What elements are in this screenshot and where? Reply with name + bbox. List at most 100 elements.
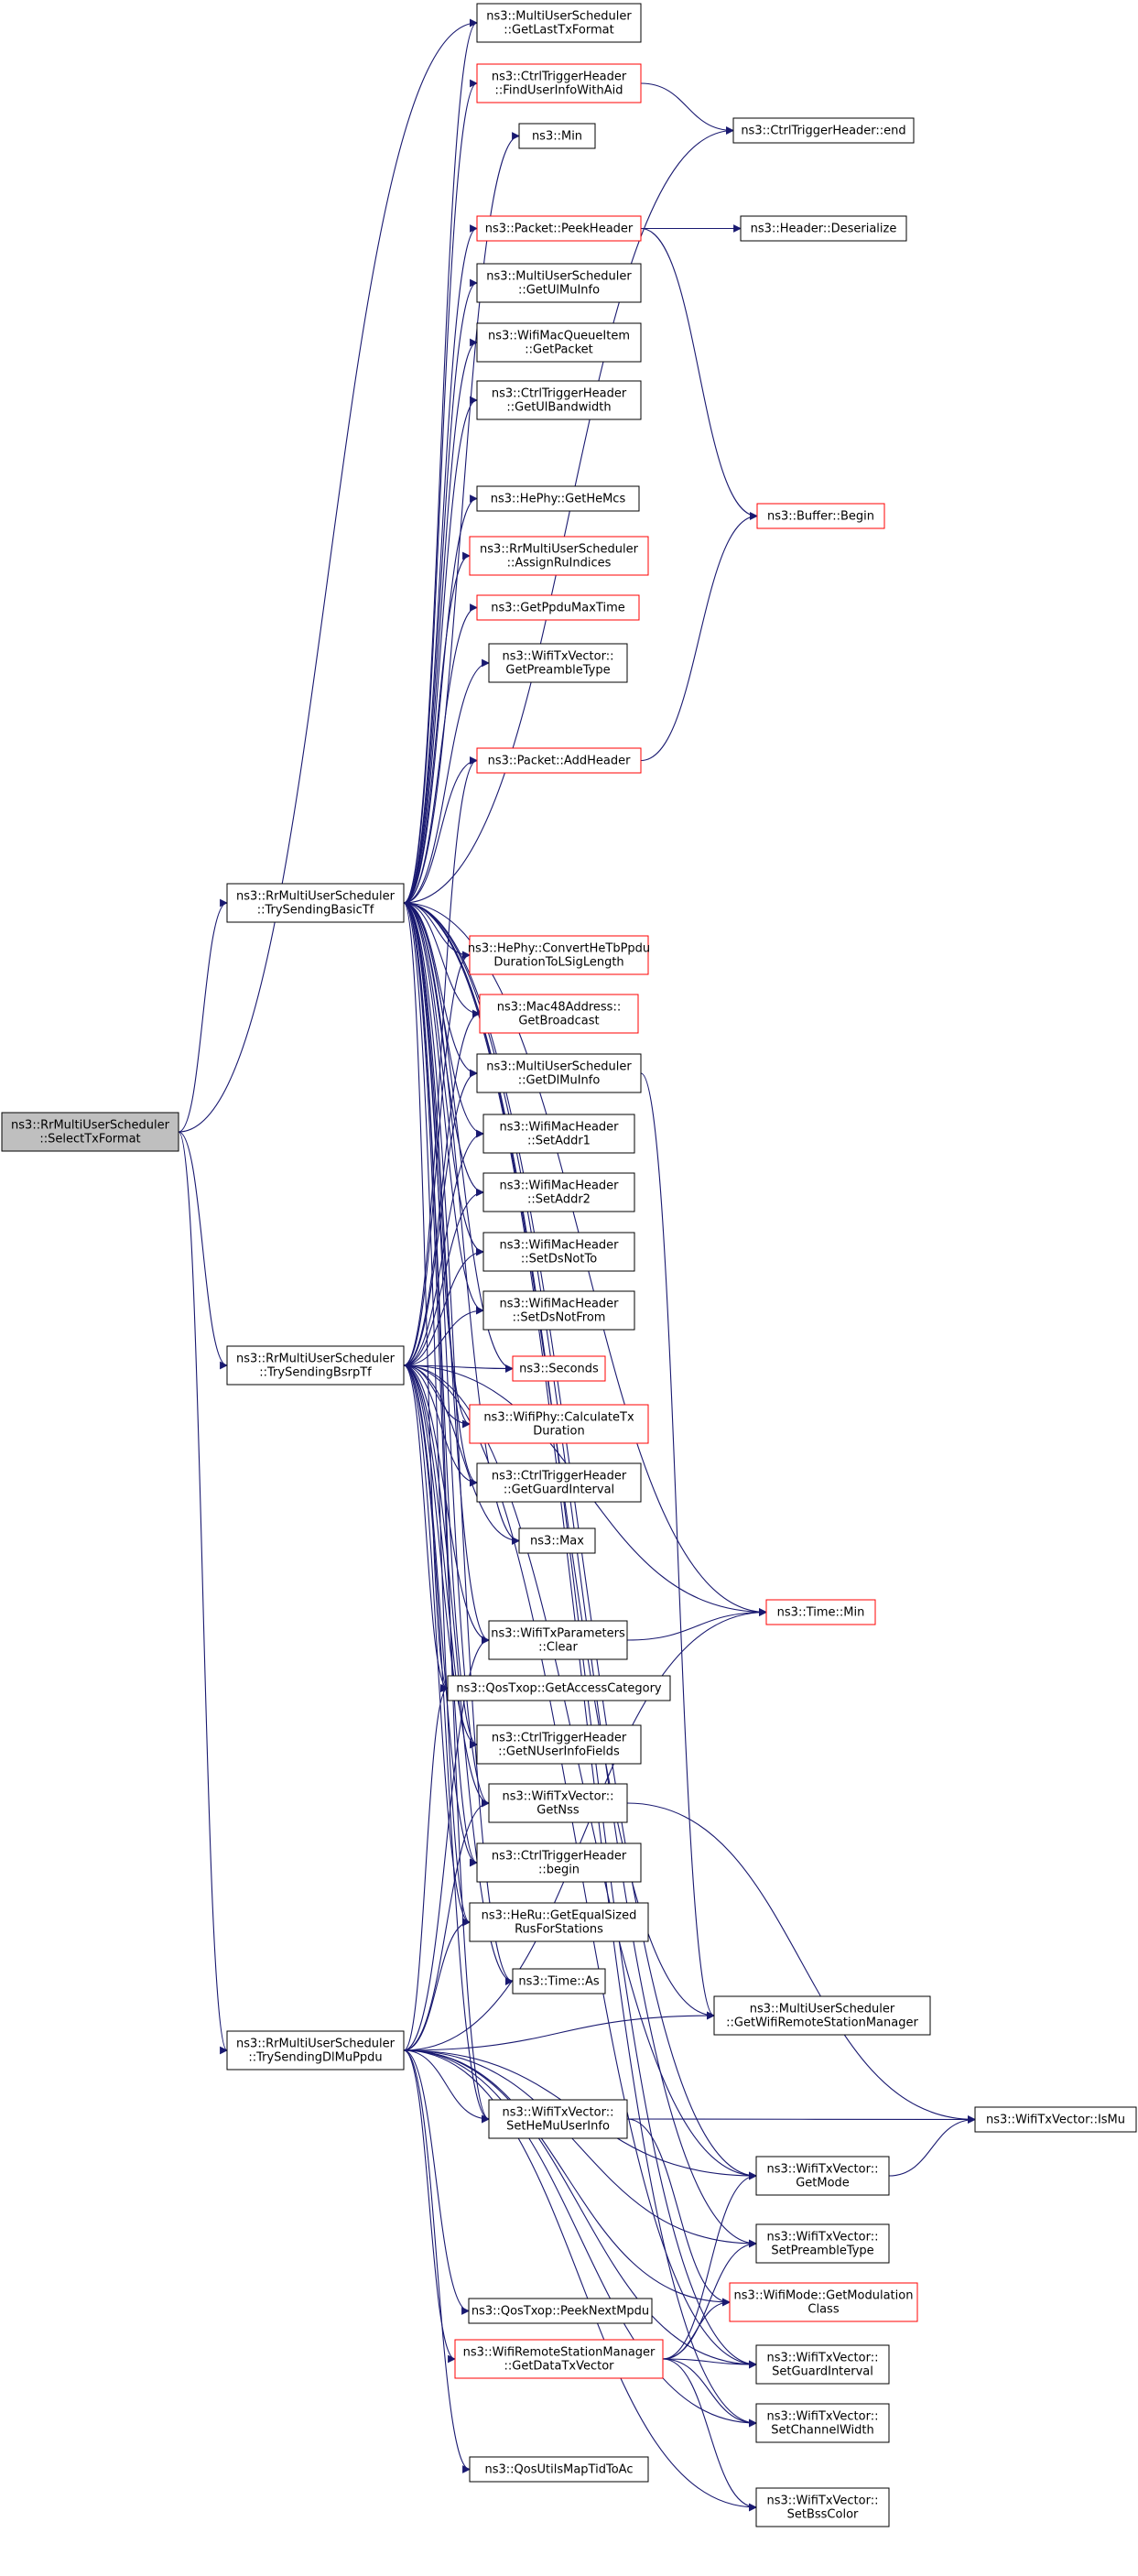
node-getAccessCategory[interactable]: ns3::QosTxop::GetAccessCategory	[447, 1675, 671, 1701]
node-isMu[interactable]: ns3::WifiTxVector::IsMu	[974, 2106, 1137, 2133]
edge-addHeader-to-bufferBegin	[640, 512, 758, 762]
node-label: ns3::WifiMacHeader	[499, 1298, 619, 1311]
node-convertHeTb[interactable]: ns3::HePhy::ConvertHeTbPpduDurationToLSi…	[468, 935, 650, 975]
node-label: SetBssColor	[787, 2508, 859, 2522]
node-label: ns3::WifiRemoteStationManager	[463, 2346, 656, 2360]
node-setAddr1[interactable]: ns3::WifiMacHeader::SetAddr1	[482, 1114, 635, 1154]
edge-basic-to-assignRuIndices	[403, 551, 471, 904]
node-label: ::GetWifiRemoteStationManager	[726, 2016, 918, 2030]
node-setDsNotFrom[interactable]: ns3::WifiMacHeader::SetDsNotFrom	[482, 1290, 635, 1331]
edge-dlmu-to-getModulationClass	[403, 2049, 731, 2307]
node-getWifiRsm[interactable]: ns3::MultiUserScheduler::GetWifiRemoteSt…	[713, 1995, 931, 2036]
node-assignRuIndices[interactable]: ns3::RrMultiUserScheduler::AssignRuIndic…	[469, 536, 649, 576]
node-setPreambleType[interactable]: ns3::WifiTxVector::SetPreambleType	[755, 2223, 890, 2264]
node-box	[468, 2298, 653, 2324]
node-label: ns3::Header::Deserialize	[751, 223, 897, 236]
node-setGuardInterval[interactable]: ns3::WifiTxVector::SetGuardInterval	[755, 2344, 890, 2385]
node-label: Duration	[533, 1425, 584, 1439]
edge-bsrp-to-max	[403, 1364, 520, 1545]
node-root[interactable]: ns3::RrMultiUserScheduler::SelectTxForma…	[1, 1112, 179, 1152]
node-getUlMuInfo[interactable]: ns3::MultiUserScheduler::GetUlMuInfo	[476, 263, 642, 303]
node-label: ns3::WifiTxVector::	[766, 2410, 878, 2424]
node-label: ns3::WifiMacHeader	[499, 1239, 619, 1253]
node-timeAs[interactable]: ns3::Time::As	[512, 1968, 606, 1994]
node-ctrlBegin[interactable]: ns3::CtrlTriggerHeader::begin	[476, 1842, 642, 1883]
edge-basic-to-setDsNotFrom	[403, 902, 484, 1315]
node-getMode[interactable]: ns3::WifiTxVector::GetMode	[755, 2156, 890, 2196]
edge-basic-to-getDlMuInfo	[403, 902, 478, 1078]
node-label: ns3::WifiTxVector::	[766, 2231, 878, 2244]
node-setDsNotTo[interactable]: ns3::WifiMacHeader::SetDsNotTo	[482, 1232, 635, 1272]
node-box	[482, 1172, 635, 1212]
node-max[interactable]: ns3::Max	[518, 1527, 596, 1554]
node-txParamsClear[interactable]: ns3::WifiTxParameters::Clear	[488, 1620, 628, 1660]
node-box	[756, 503, 885, 529]
node-label: SetGuardInterval	[772, 2365, 873, 2379]
node-box	[512, 1355, 606, 1382]
edge-bsrp-to-timeAs	[403, 1364, 514, 1985]
edge-bsrp-to-seconds	[403, 1364, 514, 1373]
node-min[interactable]: ns3::Min	[518, 123, 596, 149]
node-box	[476, 1462, 642, 1503]
edge-dlmu-to-getDataTxVector	[403, 2049, 456, 2364]
node-getGuardInterval[interactable]: ns3::CtrlTriggerHeader::GetGuardInterval	[476, 1462, 642, 1503]
node-getDlMuInfo[interactable]: ns3::MultiUserScheduler::GetDlMuInfo	[476, 1053, 642, 1093]
node-box	[469, 1902, 649, 1942]
edge-bsrp-to-txParamsClear	[403, 1364, 490, 1645]
node-basic[interactable]: ns3::RrMultiUserScheduler::TrySendingBas…	[226, 883, 405, 923]
node-getLastTxFormat[interactable]: ns3::MultiUserScheduler::GetLastTxFormat	[476, 3, 642, 43]
node-label: ::SetDsNotFrom	[513, 1311, 606, 1325]
node-setChannelWidth[interactable]: ns3::WifiTxVector::SetChannelWidth	[755, 2403, 890, 2443]
node-getPpduMaxTime[interactable]: ns3::GetPpduMaxTime	[476, 594, 640, 621]
node-box	[755, 2403, 890, 2443]
node-findUserInfo[interactable]: ns3::CtrlTriggerHeader::FindUserInfoWith…	[476, 63, 642, 103]
node-label: ns3::WifiMacQueueItem	[488, 330, 630, 343]
node-getNss[interactable]: ns3::WifiTxVector::GetNss	[488, 1783, 628, 1823]
node-seconds[interactable]: ns3::Seconds	[512, 1355, 606, 1382]
node-label: ::SetAddr1	[527, 1135, 591, 1148]
node-setHeMuUserInfo[interactable]: ns3::WifiTxVector::SetHeMuUserInfo	[488, 2099, 628, 2139]
node-box	[740, 215, 907, 242]
node-qosUtilsMap[interactable]: ns3::QosUtilsMapTidToAc	[469, 2456, 649, 2483]
edge-dlmu-to-getAccessCategory	[403, 1684, 449, 2051]
node-ctrlEnd[interactable]: ns3::CtrlTriggerHeader::end	[732, 117, 915, 144]
node-getPacket[interactable]: ns3::WifiMacQueueItem::GetPacket	[476, 322, 642, 363]
node-timeMin[interactable]: ns3::Time::Min	[765, 1599, 876, 1625]
node-label: GetNss	[536, 1804, 580, 1818]
node-setAddr2[interactable]: ns3::WifiMacHeader::SetAddr2	[482, 1172, 635, 1212]
node-peekHeader[interactable]: ns3::Packet::PeekHeader	[476, 215, 642, 242]
node-peekNextMpdu[interactable]: ns3::QosTxop::PeekNextMpdu	[468, 2298, 653, 2324]
node-box	[469, 536, 649, 576]
edge-bsrp-to-getEqualSizedRus	[403, 1364, 471, 1927]
node-bufferBegin[interactable]: ns3::Buffer::Begin	[756, 503, 885, 529]
edge-root-to-getLastTxFormat	[178, 18, 478, 1133]
node-label: ns3::CtrlTriggerHeader::end	[741, 125, 905, 138]
node-label: ns3::RrMultiUserScheduler	[236, 2038, 396, 2051]
node-deserialize[interactable]: ns3::Header::Deserialize	[740, 215, 907, 242]
call-edges	[178, 18, 976, 2512]
node-setBssColor[interactable]: ns3::WifiTxVector::SetBssColor	[755, 2487, 890, 2527]
node-bsrp[interactable]: ns3::RrMultiUserScheduler::TrySendingBsr…	[226, 1345, 405, 1386]
node-label: ns3::WifiTxVector::IsMu	[986, 2114, 1125, 2127]
node-getHeMcs[interactable]: ns3::HePhy::GetHeMcs	[476, 485, 640, 512]
node-getBroadcast[interactable]: ns3::Mac48Address::GetBroadcast	[479, 994, 639, 1034]
call-nodes: ns3::RrMultiUserScheduler::SelectTxForma…	[1, 3, 1137, 2527]
node-label: ::GetPacket	[525, 343, 592, 357]
node-label: ns3::WifiTxVector::	[502, 650, 613, 664]
node-getUlBandwidth[interactable]: ns3::CtrlTriggerHeader::GetUlBandwidth	[476, 380, 642, 420]
node-dlmu[interactable]: ns3::RrMultiUserScheduler::TrySendingDlM…	[226, 2030, 405, 2071]
node-addHeader[interactable]: ns3::Packet::AddHeader	[476, 747, 642, 774]
node-label: ns3::MultiUserScheduler	[486, 1060, 632, 1074]
edge-bsrp-to-ctrlBegin	[403, 1364, 478, 1867]
node-label: ::GetGuardInterval	[504, 1484, 614, 1497]
node-getNUserInfoFields[interactable]: ns3::CtrlTriggerHeader::GetNUserInfoFiel…	[476, 1724, 642, 1765]
edge-findUserInfo-to-ctrlEnd	[640, 82, 734, 135]
node-label: ns3::Packet::AddHeader	[488, 755, 631, 768]
node-label: DurationToLSigLength	[493, 956, 623, 970]
node-label: ns3::MultiUserScheduler	[486, 270, 632, 284]
node-getPreambleType[interactable]: ns3::WifiTxVector::GetPreambleType	[488, 643, 628, 683]
node-getDataTxVector[interactable]: ns3::WifiRemoteStationManager::GetDataTx…	[454, 2339, 664, 2379]
